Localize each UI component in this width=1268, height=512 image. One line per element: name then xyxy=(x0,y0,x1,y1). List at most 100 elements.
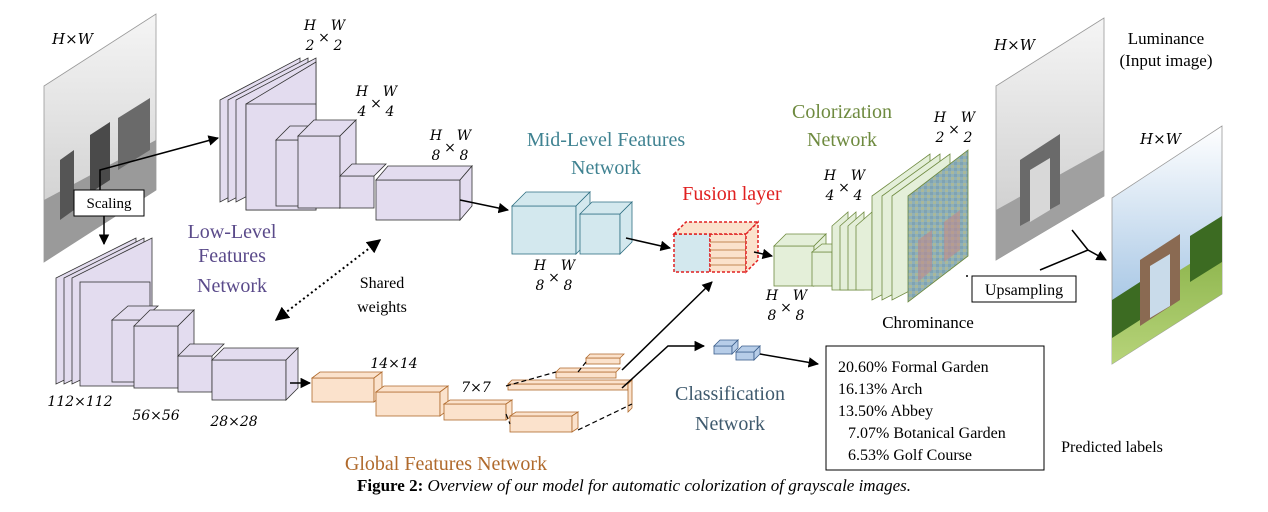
col-dim-x8: × xyxy=(780,300,792,316)
luminance-to-output-arrow xyxy=(1071,229,1107,261)
dim-d2b: 2 xyxy=(333,38,343,54)
svg-text:(Input image): (Input image) xyxy=(1120,51,1213,70)
dim-d8b: 8 xyxy=(460,148,469,164)
fusion-to-colorization-arrow xyxy=(753,248,774,260)
dim-h2: H xyxy=(303,18,317,34)
col-dim-h2: H xyxy=(933,110,947,126)
luminance-image xyxy=(995,17,1105,261)
col-dim-h4: H xyxy=(823,168,837,184)
dim-w4: W xyxy=(383,84,399,100)
svg-text:Low-Level: Low-Level xyxy=(188,221,277,243)
dim-d4b: 4 xyxy=(385,104,395,120)
fusion-title: Fusion layer xyxy=(682,183,782,205)
col-dim-d4b: 4 xyxy=(853,188,863,204)
shared-weights-label: Shared weights xyxy=(357,275,407,316)
lowlevel-blocks-bottom xyxy=(55,237,299,401)
col-dim-x2: × xyxy=(948,122,960,138)
midlevel-to-fusion-arrow xyxy=(625,237,672,252)
size-7: 7×7 xyxy=(461,380,491,396)
upsampling-line xyxy=(1039,249,1089,271)
col-dim-w4: W xyxy=(851,168,867,184)
mid-dim-h: H xyxy=(533,258,547,274)
output-dim-label: H×W xyxy=(1139,130,1183,148)
predicted-label-1: 20.60% Formal Garden xyxy=(838,359,989,376)
lowlevel-title: Low-Level Features Network xyxy=(188,221,277,297)
input-image-top xyxy=(43,13,157,263)
size-56: 56×56 xyxy=(132,408,179,424)
dim-x2: × xyxy=(318,30,330,46)
svg-text:Network: Network xyxy=(695,413,765,435)
output-color-image xyxy=(1111,125,1223,365)
col-dim-h8: H xyxy=(765,288,779,304)
fusion-block xyxy=(672,220,760,274)
global-dashed-links xyxy=(505,361,633,431)
svg-text:Shared: Shared xyxy=(360,275,404,292)
chrominance-label: Chrominance xyxy=(882,313,974,332)
predicted-label-4: 7.07% Botanical Garden xyxy=(848,425,1006,442)
colorization-title: Colorization Network xyxy=(792,101,892,151)
dim-h4: H xyxy=(355,84,369,100)
figure-caption: Figure 2: Overview of our model for auto… xyxy=(0,476,1268,496)
dim-h8: H xyxy=(429,128,443,144)
predicted-labels-box: 20.60% Formal Garden 16.13% Arch 13.50% … xyxy=(825,345,1045,471)
col-dim-d8: 8 xyxy=(768,308,777,324)
svg-text:Luminance: Luminance xyxy=(1128,29,1204,48)
mid-dim-x: × xyxy=(548,270,560,286)
col-dim-d8b: 8 xyxy=(796,308,805,324)
luminance-label: Luminance (Input image) xyxy=(1120,29,1213,70)
global-title: Global Features Network xyxy=(345,453,547,475)
dim-x4: × xyxy=(370,96,382,112)
dim-w2: W xyxy=(331,18,347,34)
svg-text:Mid-Level Features: Mid-Level Features xyxy=(527,129,685,151)
dim-x8: × xyxy=(444,140,456,156)
col-dim-w8: W xyxy=(793,288,809,304)
predicted-label-5: 6.53% Golf Course xyxy=(848,447,972,464)
predicted-labels-title: Predicted labels xyxy=(1061,439,1163,456)
mid-dim-d2: 8 xyxy=(564,278,573,294)
col-dim-d2: 2 xyxy=(935,130,945,146)
size-112: 112×112 xyxy=(47,394,112,410)
predicted-label-2: 16.13% Arch xyxy=(838,381,922,398)
shared-weights-arrow xyxy=(274,239,382,321)
svg-text:Classification: Classification xyxy=(675,383,785,405)
predicted-label-3: 13.50% Abbey xyxy=(838,403,933,420)
classification-title: Classification Network xyxy=(675,383,785,435)
svg-text:Network: Network xyxy=(571,157,641,179)
upsampling-label: Upsampling xyxy=(985,282,1063,299)
dim-d8: 8 xyxy=(432,148,441,164)
mid-dim-w: W xyxy=(561,258,577,274)
global-to-class-arrow xyxy=(621,340,706,389)
mid-dim-d: 8 xyxy=(536,278,545,294)
caption-figure-number: Figure 2: xyxy=(356,476,424,495)
col-dim-w2: W xyxy=(961,110,977,126)
svg-text:Colorization: Colorization xyxy=(792,101,892,123)
global-blocks xyxy=(310,353,633,433)
class-to-labels-arrow xyxy=(759,353,820,368)
global-to-fusion-arrow xyxy=(621,281,713,371)
size-28: 28×28 xyxy=(209,414,257,430)
lowlevel-to-midlevel-arrow xyxy=(459,199,510,214)
upsampling-box: Upsampling xyxy=(971,275,1077,303)
input-to-lowlevel-arrow xyxy=(99,135,220,190)
svg-text:weights: weights xyxy=(357,299,407,316)
luminance-dim-label: H×W xyxy=(993,36,1037,54)
input-dim-label: H×W xyxy=(51,30,95,48)
size-14: 14×14 xyxy=(370,356,417,372)
midlevel-blocks xyxy=(511,191,633,255)
lowlevel-blocks-top xyxy=(219,57,473,222)
dim-d4: 4 xyxy=(357,104,367,120)
chrominance-image xyxy=(907,149,969,303)
svg-text:Network: Network xyxy=(807,129,877,151)
dim-d2: 2 xyxy=(305,38,315,54)
midlevel-title: Mid-Level Features Network xyxy=(527,129,685,179)
col-dim-x4: × xyxy=(838,180,850,196)
caption-text: Overview of our model for automatic colo… xyxy=(427,476,912,495)
dim-w8: W xyxy=(457,128,473,144)
svg-text:Network: Network xyxy=(197,275,267,297)
svg-text:Features: Features xyxy=(198,245,266,267)
scaling-box: Scaling xyxy=(73,189,145,217)
scaling-label: Scaling xyxy=(87,196,132,212)
col-dim-d4: 4 xyxy=(825,188,835,204)
classification-blocks xyxy=(713,339,761,361)
